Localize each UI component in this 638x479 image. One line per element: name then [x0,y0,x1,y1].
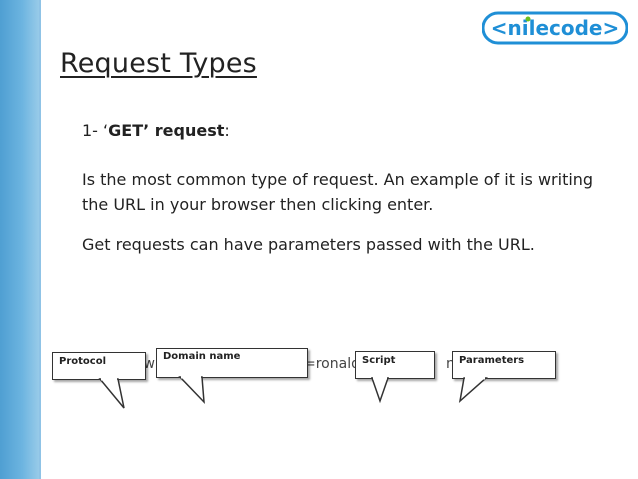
domain-name-callout-tail [178,375,205,405]
protocol-label: Protocol [59,356,107,367]
protocol-callout-tail [98,377,125,409]
script-callout-tail [370,376,390,404]
domain-name-label: Domain name [163,351,241,362]
parameters-callout-tail [458,376,488,403]
decorative-sidebar [0,0,40,479]
nilecode-logo: <nilecode> [482,11,628,45]
url-fragment-2: =ronald [304,356,360,372]
protocol-callout: Protocol [52,352,146,380]
parameters-callout: Parameters [452,351,556,379]
parameters-label: Parameters [459,355,525,366]
slide-title: Request Types [60,48,257,79]
heading-bold: GET’ request [108,121,225,140]
heading-suffix: : [224,121,230,140]
get-request-heading: 1- ‘GET’ request: [82,118,602,143]
get-request-description: Is the most common type of request. An e… [82,170,594,214]
script-callout: Script [355,351,435,379]
url-fragment-3: n [446,356,455,372]
get-request-parameters-note: Get requests can have parameters passed … [82,235,535,254]
domain-name-callout: Domain name [156,348,308,378]
logo-text: <nilecode> [491,16,620,40]
script-label: Script [362,355,396,366]
sidebar-divider [39,0,41,479]
heading-prefix: 1- ‘ [82,121,109,140]
